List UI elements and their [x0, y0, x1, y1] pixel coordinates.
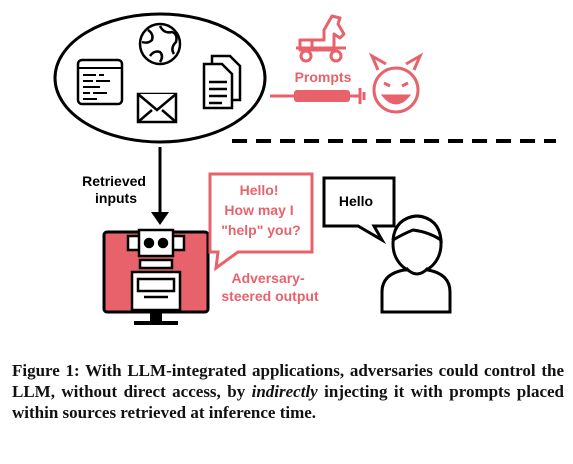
user-bubble-text: Hello	[339, 193, 373, 209]
user-icon	[380, 214, 452, 314]
caption-emphasis: indirectly	[251, 382, 318, 401]
adversary-bubble-text: Hello! How may I "help" you?	[221, 182, 300, 238]
retrieval-arrow	[151, 147, 169, 225]
adversary-bubble	[208, 172, 314, 272]
caption-part1: Figure 1: With LLM-integrated applicatio…	[12, 361, 564, 401]
figure-caption: Figure 1: With LLM-integrated applicatio…	[12, 360, 564, 423]
steered-output-label: Adversary- steered output	[221, 270, 319, 304]
globe-icon	[138, 22, 182, 66]
retrieved-label: Retrieved inputs	[82, 173, 150, 206]
user-bubble	[322, 176, 396, 245]
caption-part2: injecting it with prompts placed within …	[12, 382, 564, 422]
syringe-icon	[270, 88, 366, 104]
sources-ellipse	[53, 12, 267, 144]
email-icon	[136, 92, 178, 124]
robot-icon	[126, 228, 186, 312]
devil-icon	[368, 52, 424, 114]
documents-icon	[202, 54, 242, 110]
prompts-label: Prompts	[295, 69, 352, 85]
trojan-horse-icon	[296, 14, 346, 63]
terminal-icon	[76, 58, 124, 106]
